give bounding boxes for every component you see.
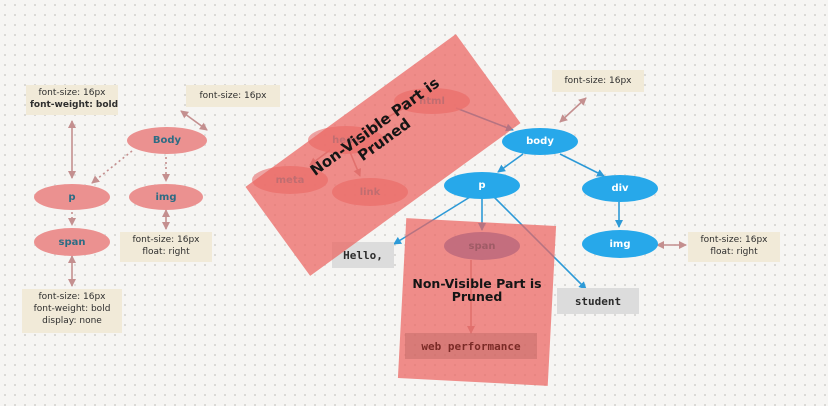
node-body-right: body xyxy=(502,128,578,155)
label-span-styles: font-size: 16px font-weight: bold displa… xyxy=(22,289,122,333)
node-img: img xyxy=(129,184,203,210)
label-line: font-weight: bold xyxy=(30,100,119,110)
label-img-right-styles: font-size: 16px float: right xyxy=(688,232,780,262)
edge-body-to-top-label xyxy=(180,110,208,131)
node-body: Body xyxy=(127,127,207,154)
edge-body-to-div xyxy=(559,153,605,177)
text-node-web-performance: web performance xyxy=(405,333,537,359)
label-line: font-size: 16px xyxy=(38,292,106,302)
node-span-right: span xyxy=(444,232,520,260)
label-line: font-weight: bold xyxy=(33,304,111,314)
label-line: font-size: 16px xyxy=(38,88,106,98)
label-body-right-styles: font-size: 16px xyxy=(552,70,644,92)
node-p-right: p xyxy=(444,172,520,199)
label-img-styles: font-size: 16px float: right xyxy=(120,232,212,262)
node-span: span xyxy=(34,228,110,256)
node-p: p xyxy=(34,184,110,210)
edge-body-to-p xyxy=(91,150,133,184)
pruned-label-span: Non-Visible Part is Pruned xyxy=(412,276,542,305)
label-body-styles: font-size: 16px xyxy=(186,85,280,107)
label-line: font-size: 16px xyxy=(564,76,632,86)
label-line: float: right xyxy=(710,247,758,257)
label-line: display: none xyxy=(42,316,102,326)
label-line: font-size: 16px xyxy=(132,235,200,245)
label-line: font-size: 16px xyxy=(199,91,267,101)
edge-body-to-p-right xyxy=(497,153,524,173)
text-node-student: student xyxy=(557,288,639,314)
label-line: float: right xyxy=(142,247,190,257)
label-p-styles: font-size: 16px font-weight: bold xyxy=(26,85,118,115)
edge-body-to-label-right xyxy=(559,97,587,123)
label-line: font-size: 16px xyxy=(700,235,768,245)
node-img-right: img xyxy=(582,230,658,258)
node-div: div xyxy=(582,175,658,202)
